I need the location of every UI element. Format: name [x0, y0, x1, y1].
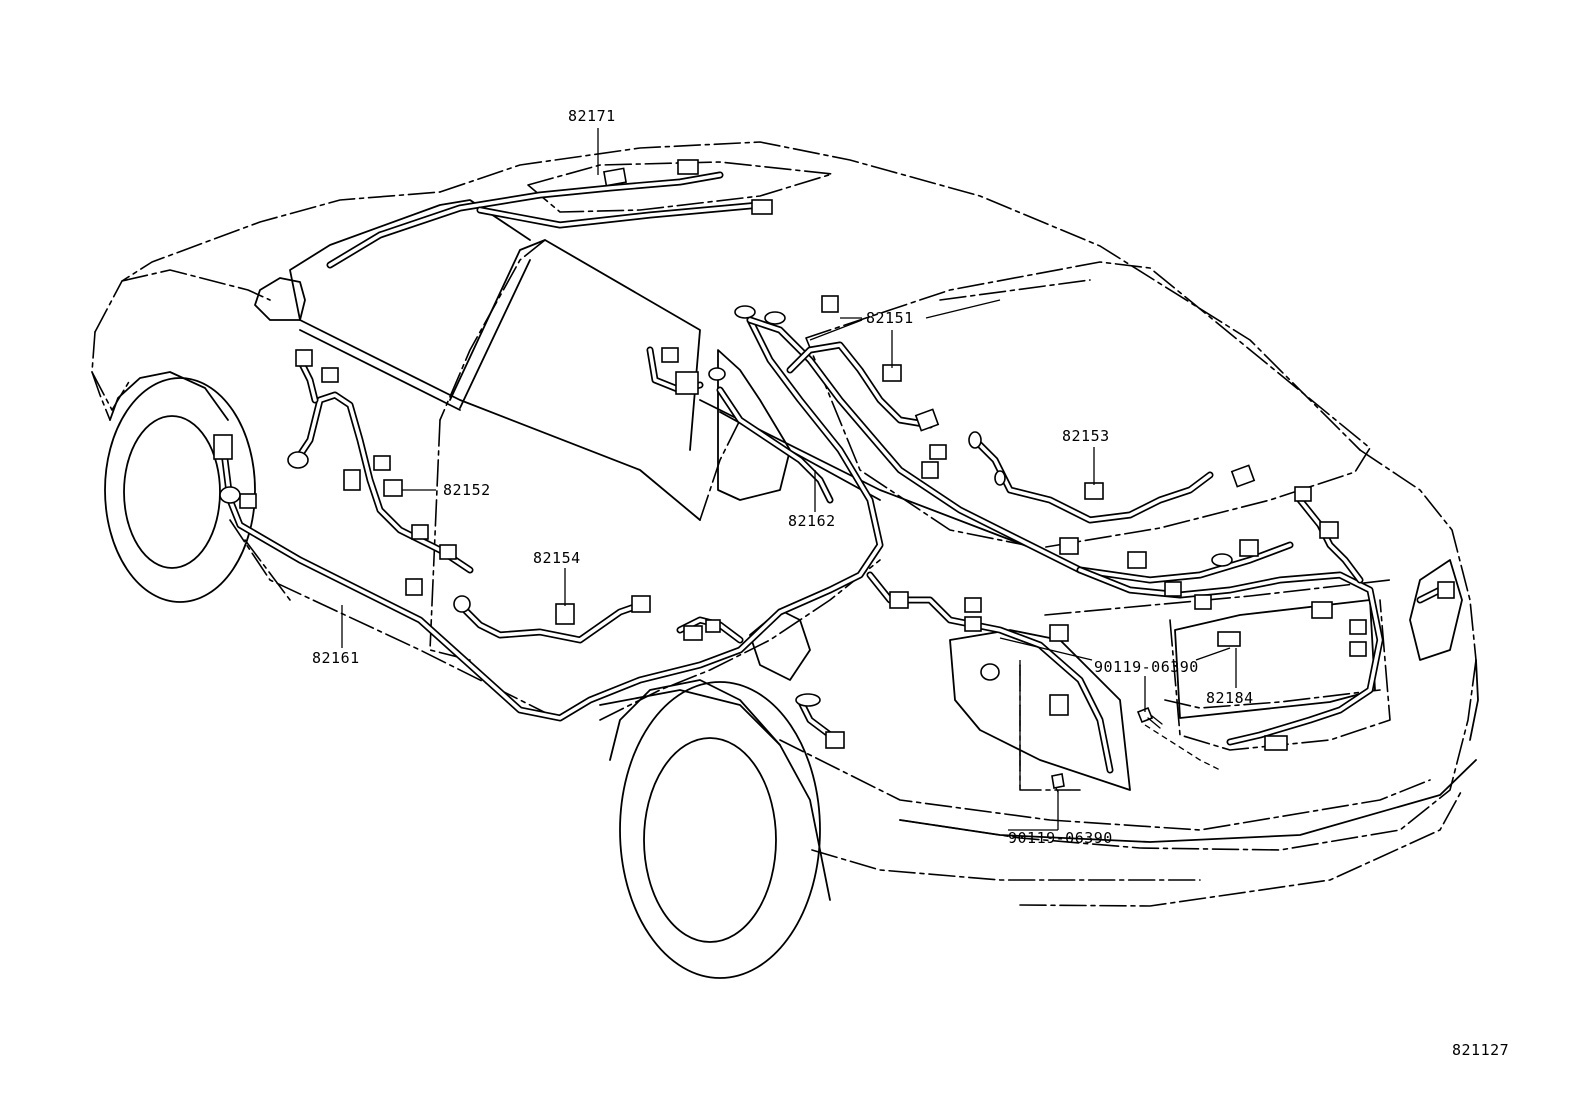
label-82151: 82151 [866, 309, 914, 327]
rear-wheel [609, 679, 831, 979]
grommets [219, 305, 1233, 707]
diagram-id: 821127 [1452, 1041, 1509, 1059]
label-82154: 82154 [533, 549, 581, 567]
connectors [213, 159, 1455, 751]
leader-lines [341, 128, 1237, 831]
label-82161: 82161 [312, 649, 360, 667]
label-90119-06390-upper: 90119-06390 [1094, 658, 1199, 676]
part-labels: 82171 82151 82153 82152 82162 82154 8216… [312, 107, 1509, 1059]
bolt-upper [1136, 706, 1163, 729]
label-82184: 82184 [1206, 689, 1254, 707]
wire-harnesses [221, 171, 1444, 774]
label-90119-06390-lower: 90119-06390 [1008, 829, 1113, 847]
car-body-lines [254, 199, 1479, 843]
label-82162: 82162 [788, 512, 836, 530]
label-82152: 82152 [443, 481, 491, 499]
label-82171: 82171 [568, 107, 616, 125]
car-body-outline [91, 141, 1477, 907]
label-82153: 82153 [1062, 427, 1110, 445]
